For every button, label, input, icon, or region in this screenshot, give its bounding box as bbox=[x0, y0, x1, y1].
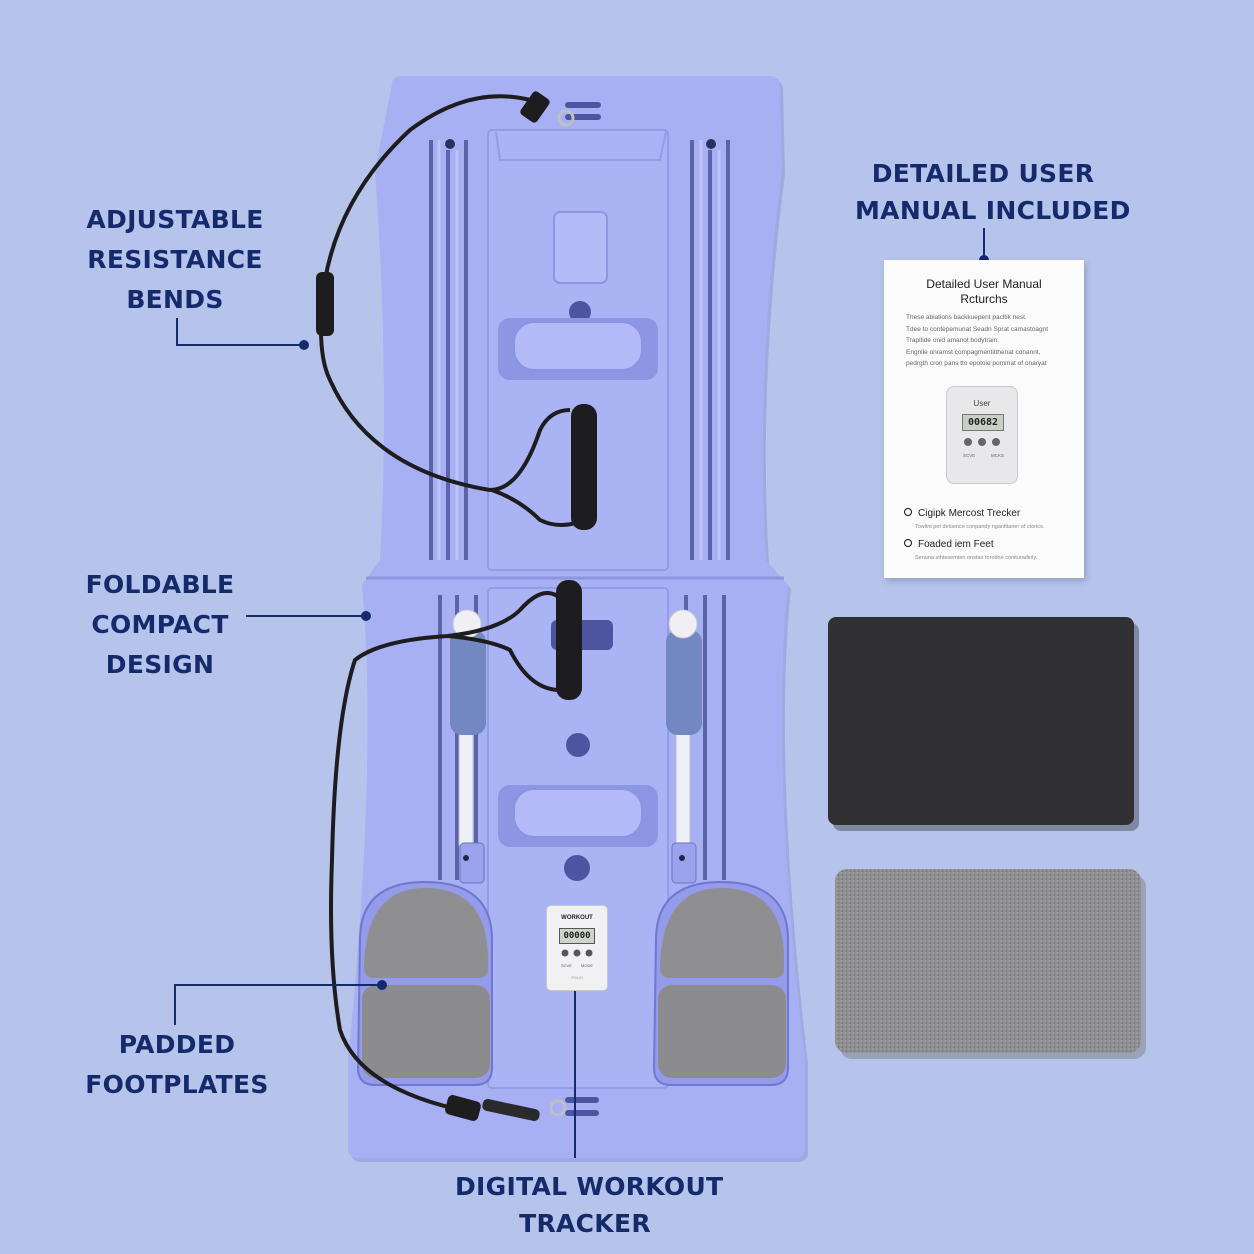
callout-foldable-design: FOLDABLE COMPACT DESIGN bbox=[70, 565, 250, 685]
manual-feature-item: Foaded iem Feet bbox=[904, 539, 994, 550]
callout-digital-tracker: DIGITAL WORKOUT TRACKER bbox=[455, 1168, 724, 1242]
foam-mat-dark bbox=[828, 617, 1134, 825]
footplate-right bbox=[652, 880, 789, 1086]
manual-device-display: 00682 bbox=[962, 414, 1004, 431]
callout-line: FOOTPLATES bbox=[85, 1070, 269, 1099]
callout-line: COMPACT bbox=[91, 610, 229, 639]
callout-resistance-bands: ADJUSTABLE RESISTANCE BENDS bbox=[80, 200, 270, 320]
manual-feature-desc: Senuna sthtesemten onstao torodne conitu… bbox=[915, 555, 1038, 561]
callout-line: FOLDABLE bbox=[85, 570, 235, 599]
callout-line: DIGITAL WORKOUT bbox=[455, 1172, 724, 1201]
tracker-key: MODE bbox=[581, 963, 593, 968]
callout-padded-footplates: PADDED FOOTPLATES bbox=[82, 1025, 272, 1105]
callout-line: RESISTANCE bbox=[87, 245, 263, 274]
footplate-left bbox=[356, 880, 493, 1086]
manual-line: pedrgth cron pans tto epotoie pommat of … bbox=[906, 360, 1047, 367]
tracker-label: WORKOUT bbox=[561, 915, 593, 921]
manual-device-key: MCKS bbox=[991, 453, 1005, 458]
manual-line: Engnlle onramst compagmentitthenat conan… bbox=[906, 348, 1041, 356]
callout-line: MANUAL INCLUDED bbox=[855, 196, 1131, 225]
carpet-mat-gray bbox=[835, 869, 1141, 1053]
manual-device-label: User bbox=[973, 399, 991, 408]
callout-line: DETAILED USER bbox=[871, 159, 1095, 188]
manual-title: Detailed User Manual bbox=[926, 277, 1042, 291]
resistance-band-upper bbox=[319, 94, 597, 530]
tracker-display: 00000 bbox=[559, 928, 595, 944]
tracker-key: SCVE bbox=[561, 963, 572, 968]
manual-line: Trapltide onid amanot bodytrain. bbox=[906, 337, 999, 344]
manual-feature-desc: Towlint pet deloence conpandy nganfitane… bbox=[915, 524, 1045, 530]
device-buttons-icon bbox=[964, 438, 1000, 446]
callout-line: ADJUSTABLE bbox=[86, 205, 264, 234]
callout-user-manual: DETAILED USER MANUAL INCLUDED bbox=[855, 155, 1131, 229]
manual-line: These abiations backkuepent pacltik nest… bbox=[906, 314, 1027, 321]
callout-line: DESIGN bbox=[105, 650, 215, 679]
manual-text-lines: These abiations backkuepent pacltik nest… bbox=[906, 312, 1071, 370]
manual-feature-item: Cigipk Mercost Trecker bbox=[904, 508, 1020, 519]
manual-feature-title: Cigipk Mercost Trecker bbox=[918, 508, 1021, 519]
callout-line: TRACKER bbox=[519, 1209, 651, 1238]
tracker-buttons-icon bbox=[561, 949, 593, 957]
manual-feature-title: Foaded iem Feet bbox=[918, 539, 994, 550]
manual-subtitle: Rcturchs bbox=[960, 292, 1008, 306]
callout-line: BENDS bbox=[126, 285, 224, 314]
manual-device-key: SCVE bbox=[963, 453, 976, 458]
callout-line: PADDED bbox=[118, 1030, 236, 1059]
bullet-icon bbox=[904, 539, 912, 547]
manual-line: Tdee to contepemunat Seadn Sprat camasto… bbox=[906, 325, 1049, 333]
digital-workout-tracker: WORKOUT 00000 SCVE MODE PGLM bbox=[546, 905, 608, 991]
manual-device-illustration: User 00682 SCVE MCKS bbox=[946, 386, 1018, 484]
bullet-icon bbox=[904, 508, 912, 516]
tracker-footer: PGLM bbox=[571, 975, 583, 980]
user-manual-card: Detailed User Manual Rcturchs These abia… bbox=[884, 260, 1084, 578]
